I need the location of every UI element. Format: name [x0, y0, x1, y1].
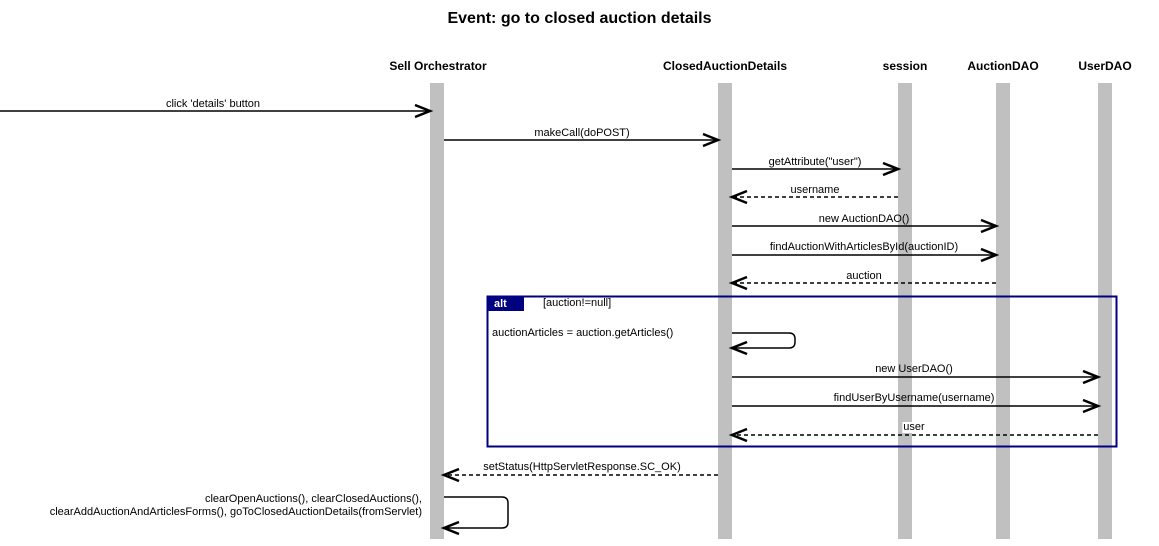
message-get-attribute: getAttribute("user"): [768, 156, 862, 168]
message-new-user-dao: new UserDAO(): [875, 363, 953, 375]
arrow-clear-and-go: [444, 496, 509, 529]
message-make-call: makeCall(doPOST): [534, 127, 630, 139]
arrow-set-status-arrowhead: [440, 467, 460, 483]
message-return-username: username: [789, 184, 841, 196]
message-set-status: setStatus(HttpServletResponse.SC_OK): [482, 461, 682, 473]
diagram-title: Event: go to closed auction details: [447, 10, 712, 27]
lifeline-user-dao: [1098, 83, 1112, 539]
participant-sell-orchestrator: Sell Orchestrator: [389, 59, 487, 73]
fragment-guard: [auction!=null]: [543, 297, 612, 309]
lifeline-auction-dao: [996, 83, 1010, 539]
arrow-return-username-arrowhead: [728, 189, 748, 205]
participant-session: session: [882, 59, 928, 73]
participant-closed-auction-details: ClosedAuctionDetails: [662, 59, 788, 73]
message-new-auction-dao: new AuctionDAO(): [818, 213, 910, 225]
arrow-get-attribute-arrowhead: [882, 161, 902, 177]
arrow-clear-and-go-arrowhead: [440, 520, 460, 536]
arrow-get-articles-arrowhead: [728, 340, 748, 356]
participant-auction-dao: AuctionDAO: [967, 59, 1039, 73]
arrow-return-auction-arrowhead: [728, 275, 748, 291]
message-click-details: click 'details' button: [165, 98, 261, 110]
message-return-user: user: [902, 421, 926, 433]
lifeline-session: [898, 83, 912, 539]
message-get-articles: auctionArticles = auction.getArticles(): [492, 327, 674, 339]
arrow-return-user-arrowhead: [728, 427, 748, 443]
arrow-new-auction-dao-arrowhead: [980, 218, 1000, 234]
lifeline-closed-auction-details: [718, 83, 732, 539]
lifeline-sell-orchestrator: [430, 83, 444, 539]
arrow-find-auction-arrowhead: [980, 247, 1000, 263]
arrow-find-user-arrowhead: [1082, 398, 1102, 414]
arrow-new-user-dao-arrowhead: [1082, 369, 1102, 385]
message-clear-and-go: clearOpenAuctions(), clearClosedAuctions…: [49, 493, 422, 519]
arrow-get-articles: [732, 332, 796, 349]
arrow-click-details-arrowhead: [414, 103, 434, 119]
message-return-auction: auction: [845, 270, 883, 282]
arrow-make-call-arrowhead: [702, 132, 722, 148]
participant-user-dao: UserDAO: [1078, 59, 1132, 73]
alt-fragment-frame: [486, 295, 1118, 448]
message-find-user: findUserByUsername(username): [833, 392, 995, 404]
message-find-auction: findAuctionWithArticlesById(auctionID): [769, 241, 959, 253]
fragment-operator: alt: [488, 297, 524, 311]
